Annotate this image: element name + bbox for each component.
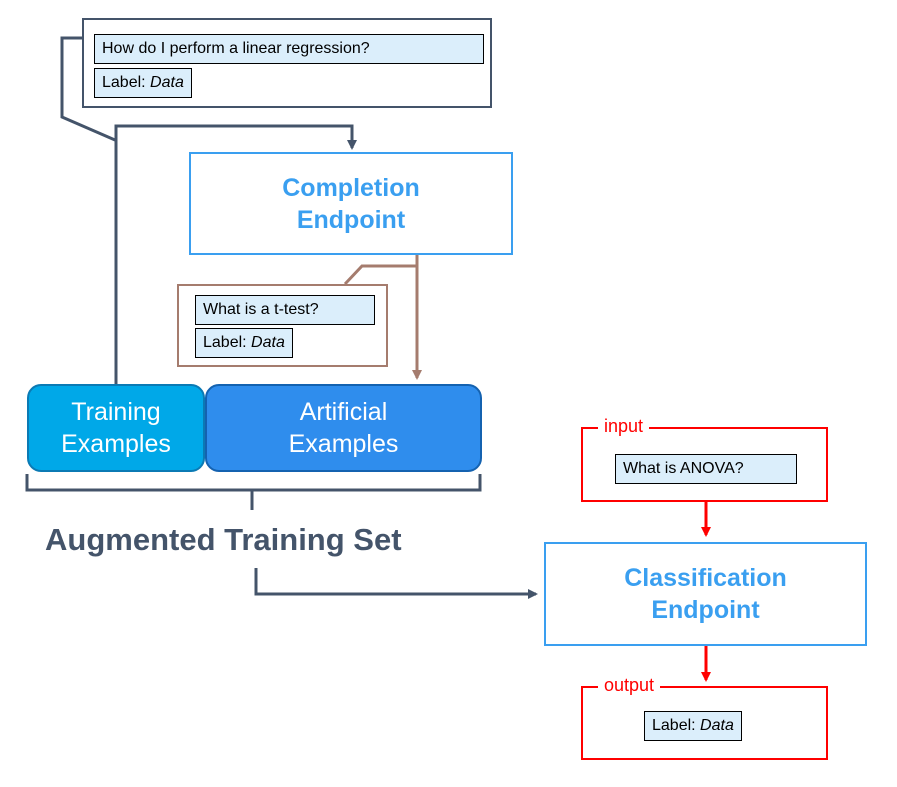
training-examples-line1: Training xyxy=(71,398,161,426)
classification-endpoint: Classification Endpoint xyxy=(544,542,867,646)
augmented-to-classification-arrow xyxy=(254,568,538,599)
input-tag: input xyxy=(598,416,650,436)
output-label-prefix: Label: xyxy=(652,717,696,734)
augmented-brace xyxy=(25,474,482,510)
training-to-completion-arrow xyxy=(114,124,357,384)
output-box: Label: Data xyxy=(581,686,828,760)
prompt-label-value: Data xyxy=(150,74,184,91)
generated-example-box: What is a t-test? Label: Data xyxy=(177,284,388,367)
generated-question: What is a t-test? xyxy=(195,295,375,325)
input-box: What is ANOVA? xyxy=(581,427,828,502)
generated-label: Label: Data xyxy=(195,328,293,358)
prompt-question: How do I perform a linear regression? xyxy=(94,34,484,64)
artificial-examples-pill: Artificial Examples xyxy=(205,384,482,472)
artificial-examples-line1: Artificial xyxy=(299,398,388,426)
generated-callout-tail xyxy=(343,264,417,286)
training-examples-pill: Training Examples xyxy=(27,384,205,472)
completion-endpoint-line2: Endpoint xyxy=(296,205,406,234)
prompt-label: Label: Data xyxy=(94,68,192,98)
completion-endpoint: Completion Endpoint xyxy=(189,152,513,255)
input-question: What is ANOVA? xyxy=(615,454,797,484)
generated-label-prefix: Label: xyxy=(203,334,247,351)
classification-endpoint-line1: Classification xyxy=(624,564,787,592)
training-examples-line2: Examples xyxy=(61,430,171,458)
classification-endpoint-line2: Endpoint xyxy=(651,596,760,624)
output-tag: output xyxy=(598,675,661,695)
prompt-callout-tail xyxy=(60,36,116,142)
augmented-training-set-label: Augmented Training Set xyxy=(45,522,402,557)
completion-endpoint-line1: Completion xyxy=(282,173,420,202)
prompt-label-prefix: Label: xyxy=(102,74,146,91)
output-label: Label: Data xyxy=(644,711,742,741)
generated-label-value: Data xyxy=(251,334,285,351)
artificial-examples-line2: Examples xyxy=(288,430,399,458)
output-label-value: Data xyxy=(700,717,734,734)
prompt-example-box: How do I perform a linear regression? La… xyxy=(82,18,492,108)
